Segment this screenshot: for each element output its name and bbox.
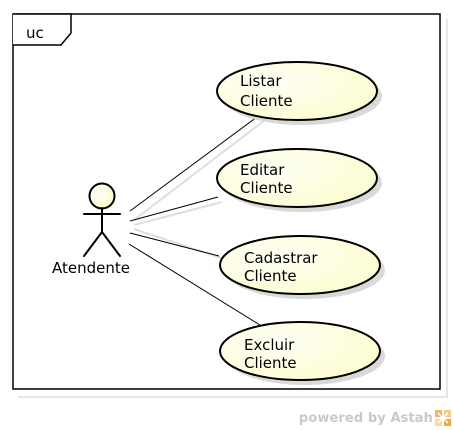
actor-atendente[interactable] bbox=[83, 182, 121, 257]
use-case-ellipse bbox=[219, 321, 381, 381]
actor-name: Atendente bbox=[52, 259, 130, 277]
use-case-label-line2: Cliente bbox=[240, 179, 293, 197]
use-case-ellipse bbox=[219, 235, 381, 295]
association-editar bbox=[129, 196, 219, 222]
astah-logo-icon bbox=[435, 410, 451, 426]
frame-tab bbox=[13, 13, 72, 46]
use-case-label-line1: Editar bbox=[240, 161, 285, 179]
system-frame: uc bbox=[12, 13, 441, 390]
footer-text: powered by Astah bbox=[298, 410, 433, 426]
use-case-label-line2: Cliente bbox=[244, 354, 297, 372]
use-case-cadastrar-cliente[interactable]: Cadastrar Cliente bbox=[219, 235, 385, 299]
frame-shadow bbox=[18, 19, 448, 398]
actor-head-icon bbox=[88, 182, 116, 210]
association-cadastrar bbox=[129, 232, 220, 257]
use-case-label-line1: Excluir bbox=[244, 336, 295, 354]
use-case-label-line2: Cliente bbox=[240, 92, 293, 110]
use-case-label-line1: Listar bbox=[240, 72, 282, 90]
use-case-editar-cliente[interactable]: Editar Cliente bbox=[216, 148, 382, 212]
use-case-listar-cliente[interactable]: Listar Cliente bbox=[216, 61, 382, 125]
association-excluir bbox=[128, 243, 261, 326]
association-listar bbox=[129, 113, 262, 212]
actor-left-leg bbox=[83, 231, 103, 257]
associations bbox=[128, 113, 262, 326]
use-case-ellipse bbox=[216, 61, 378, 121]
frame-label: uc bbox=[26, 24, 44, 42]
use-case-label-line1: Cadastrar bbox=[244, 249, 318, 267]
actor-right-leg bbox=[101, 231, 121, 257]
use-case-label-line2: Cliente bbox=[244, 267, 297, 285]
use-case-excluir-cliente[interactable]: Excluir Cliente bbox=[219, 321, 385, 385]
powered-by-footer: powered by Astah bbox=[299, 410, 451, 426]
use-case-ellipse bbox=[216, 148, 378, 208]
